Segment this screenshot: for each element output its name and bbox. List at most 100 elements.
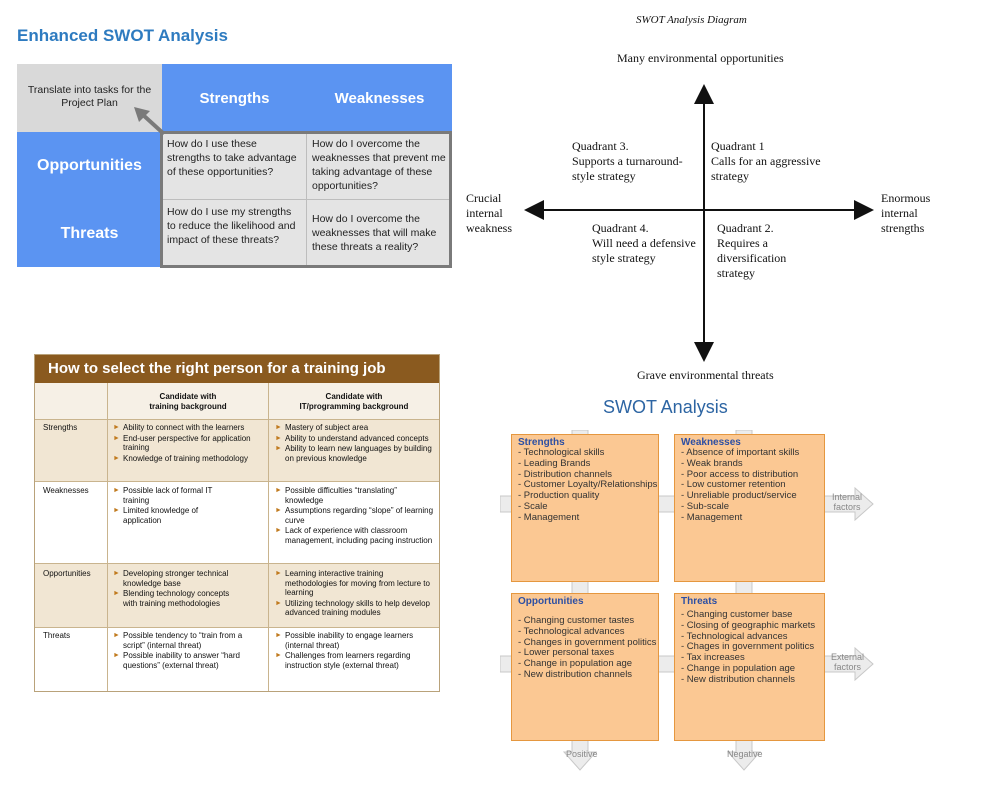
- positive-label: Positive: [566, 749, 598, 759]
- list-item: Possible inability to answer “hard quest…: [113, 651, 263, 670]
- list-item: Ability to learn new languages by buildi…: [275, 444, 435, 463]
- strengths-training-list: Ability to connect with the learners End…: [113, 423, 265, 464]
- list-item: Assumptions regarding “slope” of learnin…: [275, 506, 435, 525]
- list-item: Ability to understand advanced concepts: [275, 434, 435, 444]
- threats-training-list: Possible tendency to “train from a scrip…: [113, 631, 263, 671]
- list-item: - Unreliable product/service: [681, 490, 797, 502]
- list-item: - Leading Brands: [518, 457, 591, 469]
- opportunities-training-list: Developing stronger technical knowledge …: [113, 569, 238, 609]
- opportunities-box-list: - Changing customer tastes - Technologic…: [518, 615, 658, 681]
- bottom-label: Grave environmental threats: [637, 368, 774, 382]
- list-item: - Lower personal taxes: [518, 647, 615, 659]
- list-item: - Tax increases: [681, 652, 745, 664]
- list-item: Possible lack of formal IT training: [113, 486, 223, 505]
- weaknesses-box-heading: Weaknesses: [681, 437, 741, 448]
- strengths-box-heading: Strengths: [518, 437, 565, 448]
- list-item: Possible tendency to “train from a scrip…: [113, 631, 263, 650]
- list-item: - Technological skills: [518, 447, 605, 458]
- row-label: Opportunities: [43, 569, 91, 578]
- wo-question: How do I overcome the weaknesses that pr…: [307, 132, 452, 200]
- quadrant-3-label: Quadrant 3.Supports a turnaround-style s…: [572, 139, 683, 183]
- list-item: Mastery of subject area: [275, 423, 435, 433]
- list-item: - Management: [518, 511, 580, 523]
- weaknesses-training-list: Possible lack of formal IT training Limi…: [113, 486, 223, 526]
- list-item: - Technological advances: [681, 630, 788, 642]
- st-question: How do I use my strengths to reduce the …: [162, 200, 307, 267]
- list-item: - Changing customer base: [681, 609, 793, 620]
- list-item: Learning interactive training methodolog…: [275, 569, 435, 598]
- list-item: Knowledge of training methodology: [113, 454, 265, 464]
- training-table-title: How to select the right person for a tra…: [35, 355, 439, 383]
- weaknesses-box-list: - Absence of important skills - Weak bra…: [681, 447, 824, 524]
- row-label: Weaknesses: [43, 486, 89, 495]
- list-item: Challenges from learners regarding instr…: [275, 651, 435, 670]
- threats-box-list: - Changing customer base - Closing of ge…: [681, 609, 824, 686]
- list-item: - Absence of important skills: [681, 447, 800, 458]
- weaknesses-it-list: Possible difficulties “translating” know…: [275, 486, 435, 546]
- list-item: - Customer Loyalty/Relationships: [518, 479, 658, 491]
- list-item: - New distribution channels: [518, 668, 633, 680]
- swot-diagram-title: SWOT Analysis Diagram: [636, 14, 747, 26]
- list-item: - Weak brands: [681, 457, 743, 469]
- row-label: Threats: [43, 631, 71, 640]
- list-item: Utilizing technology skills to help deve…: [275, 599, 435, 618]
- list-item: - Chages in government politics: [681, 641, 815, 653]
- list-item: Developing stronger technical knowledge …: [113, 569, 238, 588]
- list-item: - Poor access to distribution: [681, 468, 799, 480]
- weaknesses-header: Weaknesses: [307, 64, 452, 132]
- list-item: - Sub-scale: [681, 500, 730, 512]
- opportunities-box: Opportunities - Changing customer tastes…: [511, 593, 659, 741]
- training-job-table: How to select the right person for a tra…: [34, 354, 440, 692]
- list-item: - Distribution channels: [518, 468, 612, 480]
- strengths-header: Strengths: [162, 64, 307, 132]
- negative-label: Negative: [727, 749, 763, 759]
- list-item: - New distribution channels: [681, 673, 796, 685]
- list-item: Possible difficulties “translating” know…: [275, 486, 435, 505]
- list-item: Lack of experience with classroom manage…: [275, 526, 435, 545]
- threats-header: Threats: [17, 200, 162, 267]
- list-item: Limited knowledge of application: [113, 506, 223, 525]
- strengths-box-list: - Technological skills - Leading Brands …: [518, 447, 658, 524]
- list-item: Blending technology concepts with traini…: [113, 589, 238, 608]
- row-label: Strengths: [43, 423, 78, 432]
- strengths-box: Strengths - Technological skills - Leadi…: [511, 434, 659, 582]
- list-item: - Scale: [518, 500, 548, 512]
- list-item: - Production quality: [518, 490, 600, 502]
- list-item: - Closing of geographic markets: [681, 619, 816, 631]
- list-item: Possible inability to engage learners (i…: [275, 631, 435, 650]
- strengths-it-list: Mastery of subject area Ability to under…: [275, 423, 435, 464]
- quadrant-axes: [524, 84, 874, 362]
- wt-question: How do I overcome the weaknesses that wi…: [307, 200, 452, 267]
- list-item: - Change in population age: [681, 662, 796, 674]
- top-label: Many environmental opportunities: [617, 51, 784, 65]
- list-item: - Change in population age: [518, 658, 633, 670]
- list-item: - Technological advances: [518, 625, 625, 637]
- threats-it-list: Possible inability to engage learners (i…: [275, 631, 435, 671]
- opportunities-header: Opportunities: [17, 132, 162, 200]
- list-item: End-user perspective for application tra…: [113, 434, 265, 453]
- threats-box-heading: Threats: [681, 596, 718, 607]
- list-item: Ability to connect with the learners: [113, 423, 265, 433]
- opportunities-box-heading: Opportunities: [518, 596, 584, 607]
- swot-boxes-title: SWOT Analysis: [603, 397, 728, 417]
- list-item: - Changes in government politics: [518, 636, 657, 648]
- list-item: - Management: [681, 511, 743, 523]
- weaknesses-box: Weaknesses - Absence of important skills…: [674, 434, 825, 582]
- list-item: - Low customer retention: [681, 479, 786, 491]
- opportunities-it-list: Learning interactive training methodolog…: [275, 569, 435, 619]
- so-question: How do I use these strengths to take adv…: [162, 132, 307, 200]
- threats-box: Threats - Changing customer base - Closi…: [674, 593, 825, 741]
- enhanced-swot-title: Enhanced SWOT Analysis: [17, 26, 228, 45]
- list-item: - Changing customer tastes: [518, 615, 635, 626]
- note-pointer-arrow: [134, 107, 166, 136]
- project-plan-note: Translate into tasks for the Project Pla…: [17, 64, 162, 132]
